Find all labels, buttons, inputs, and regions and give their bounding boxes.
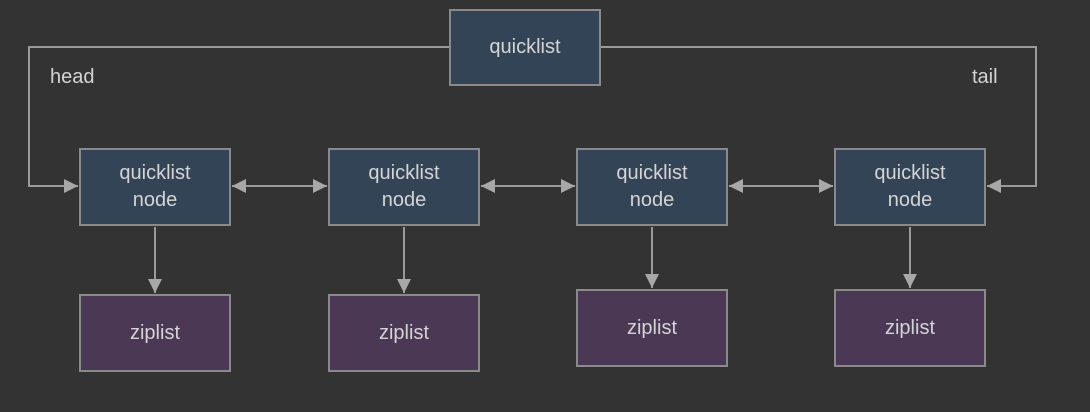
ziplist-label: ziplist (378, 321, 429, 344)
ziplist-box-4: ziplist (834, 289, 986, 367)
ziplist-label: ziplist (626, 316, 677, 339)
quicklist-node-3: quicklist node (576, 148, 728, 226)
quicklist-node-4: quicklist node (834, 148, 986, 226)
tail-label: tail (972, 66, 998, 88)
ziplist-box-3: ziplist (576, 289, 728, 367)
node-label-line2: node (629, 189, 675, 211)
ziplist-label: ziplist (129, 321, 180, 344)
quicklist-label: quicklist (489, 36, 561, 58)
node-label-line1: quicklist (119, 162, 191, 184)
tail-pointer-arrow (600, 46, 1037, 193)
ziplist-box-2: ziplist (328, 294, 480, 372)
quicklist-node-1: quicklist node (79, 148, 231, 226)
quicklist-box: quicklist (449, 9, 601, 86)
node-label-line2: node (132, 189, 178, 211)
head-label: head (50, 66, 95, 88)
ziplist-box-1: ziplist (79, 294, 231, 372)
quicklist-node-2: quicklist node (328, 148, 480, 226)
node-label-line1: quicklist (368, 162, 440, 184)
node-label-line1: quicklist (874, 162, 946, 184)
node-label-line2: node (887, 189, 933, 211)
node-label-line2: node (381, 189, 427, 211)
head-pointer-arrow (28, 46, 449, 193)
ziplist-label: ziplist (884, 316, 935, 339)
node-label-line1: quicklist (616, 162, 688, 184)
